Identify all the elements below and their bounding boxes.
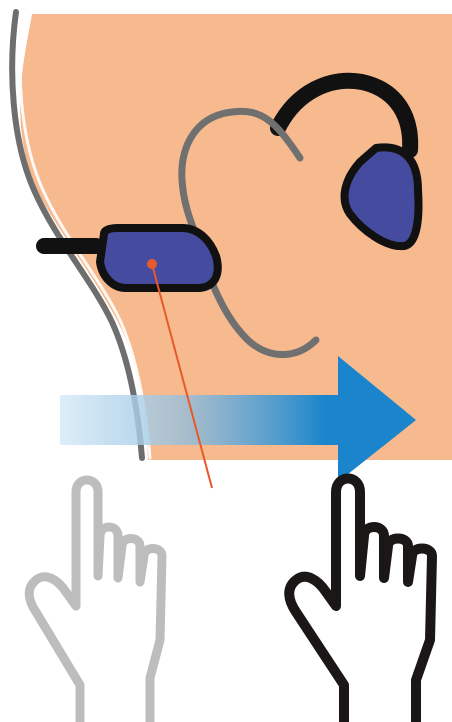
hand-pointing-up-icon (289, 479, 432, 722)
hand-pointing-up-icon (29, 480, 162, 722)
front-transducer (100, 228, 218, 288)
touch-point-dot (147, 259, 157, 269)
earphone-front-arm (36, 238, 104, 254)
